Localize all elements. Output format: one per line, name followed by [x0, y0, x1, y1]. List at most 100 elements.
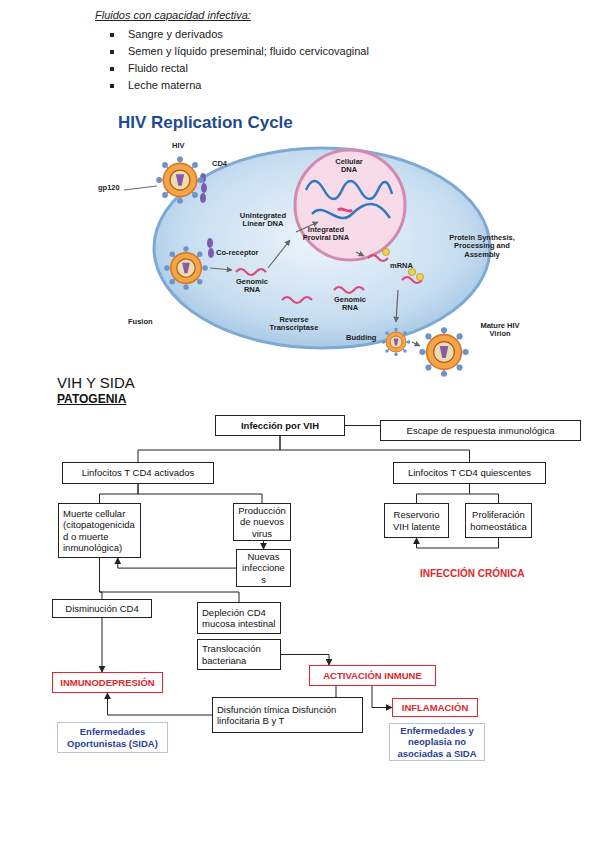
figure-title: HIV Replication Cycle [118, 113, 293, 133]
part-label: mRNA [390, 262, 413, 271]
bullet-marks [110, 33, 114, 88]
part-label: HIV [172, 142, 185, 151]
connector [138, 436, 280, 462]
node-label: Proliferación homeostática [470, 509, 527, 532]
node-label: INFLAMACIÓN [402, 702, 469, 713]
list-item: Fluido rectal [128, 62, 188, 75]
connector [281, 655, 329, 666]
genomic-rna [236, 269, 266, 275]
proviral-dna [338, 209, 352, 211]
receptor-domain [200, 193, 206, 203]
node-label: Escape de respuesta inmunológica [407, 425, 555, 436]
node-label: Disfunción tímica Disfunción linfocitari… [217, 704, 358, 727]
connector [417, 484, 470, 503]
connector [100, 558, 103, 599]
bullet [110, 50, 114, 54]
process-box: Escape de respuesta inmunológica [380, 420, 581, 441]
part-label: Budding [346, 334, 376, 343]
node-label: Enfermedades y neoplasia no asociadas a … [394, 725, 480, 759]
process-box: Reservorio VIH latente [384, 503, 449, 538]
disease-box: Enfermedades Oportunistas (SIDA) [57, 722, 168, 753]
genomic-rna [334, 287, 364, 293]
genomic-rna [282, 297, 312, 303]
outcome-box: ACTIVACIÓN INMUNE [309, 665, 436, 686]
connector [336, 686, 337, 697]
list-item: Leche materna [128, 79, 201, 92]
outcome-box: INFLAMACIÓN [392, 698, 478, 717]
process-box: Disminución CD4 [52, 599, 152, 618]
bullet [110, 67, 114, 71]
cellular-dna [312, 204, 390, 218]
node-label: Disminución CD4 [65, 603, 138, 614]
node-label: Infección por VIH [241, 420, 319, 431]
connector [100, 484, 139, 503]
section-heading: VIH Y SIDA [57, 374, 135, 391]
part-label: Genomic RNA [330, 296, 370, 313]
receptor-domain [201, 183, 207, 193]
connector [345, 425, 380, 426]
list-item: Sangre y derivados [128, 28, 223, 41]
cellular-dna [306, 181, 392, 199]
leader-line [124, 186, 157, 190]
part-label: Fusion [128, 318, 153, 327]
co-receptor-domain [208, 248, 214, 258]
start-box: Infección por VIH [215, 415, 345, 436]
process-box: Nuevas infecciones [236, 549, 291, 587]
cell [154, 148, 490, 348]
connector [263, 541, 264, 549]
status-label: INFECCIÓN CRÓNICA [420, 568, 524, 580]
budding-virion [382, 328, 411, 357]
co-receptor-domain [207, 238, 213, 248]
node-label: Reservorio VIH latente [389, 509, 444, 532]
process-box: Linfocitos T CD4 activados [62, 462, 214, 484]
process-arrow [412, 342, 420, 346]
bullet [110, 33, 114, 37]
part-label: Unintegrated Linear DNA [232, 212, 294, 229]
part-label: gp120 [98, 184, 120, 193]
process-box: Translocación bacteriana [197, 639, 281, 670]
part-label: Co-receptor [216, 249, 259, 258]
nucleus [295, 150, 405, 260]
list-item: Semen y líquido preseminal; fluido cervi… [128, 45, 369, 58]
node-label: ACTIVACIÓN INMUNE [323, 670, 422, 681]
connector [102, 618, 103, 672]
node-label: Nuevas infecciones [241, 551, 286, 585]
process-arrow [396, 290, 398, 322]
process-box: Disfunción tímica Disfunción linfocitari… [212, 697, 363, 733]
node-label: Depleción CD4 mucosa intestinal [202, 607, 276, 630]
node-label: Muerte cellular (citopatogenicidad o mue… [63, 508, 136, 554]
fusing-virion [164, 246, 208, 290]
mrna [368, 255, 388, 261]
part-label: CD4 [212, 160, 227, 169]
process-arrow [268, 240, 290, 268]
node-label: Linfocitos T CD4 activados [82, 467, 195, 478]
connector [372, 686, 392, 708]
part-label: Cellular DNA [330, 158, 368, 175]
ribosomes [383, 249, 424, 281]
connector [138, 484, 262, 503]
node-label: INMUNODEPRESIÓN [60, 677, 154, 688]
process-box: Depleción CD4 mucosa intestinal [197, 602, 281, 634]
connector [118, 558, 236, 568]
connector [108, 693, 213, 715]
process-box: Linfocitos T CD4 quiescentes [393, 462, 546, 484]
node-label: Producción de nuevos virus [238, 505, 286, 539]
process-box: Proliferación homeostática [465, 503, 532, 538]
connector [100, 558, 240, 602]
part-label: Genomic RNA [232, 278, 272, 295]
process-arrow [356, 252, 364, 256]
list-heading: Fluidos con capacidad infectiva: [95, 9, 251, 22]
connector [417, 538, 499, 548]
process-arrows [210, 222, 420, 346]
mature-virion [419, 327, 468, 376]
process-box: Muerte cellular (citopatogenicidad o mue… [58, 503, 141, 558]
hiv-virion [156, 156, 204, 204]
ribosome [417, 274, 424, 281]
disease-box: Enfermedades y neoplasia no asociadas a … [389, 723, 485, 761]
node-label: Linfocitos T CD4 quiescentes [408, 467, 531, 478]
part-label: Integrated Proviral DNA [298, 226, 354, 243]
process-box: Producción de nuevos virus [233, 503, 291, 541]
bullet [110, 84, 114, 88]
